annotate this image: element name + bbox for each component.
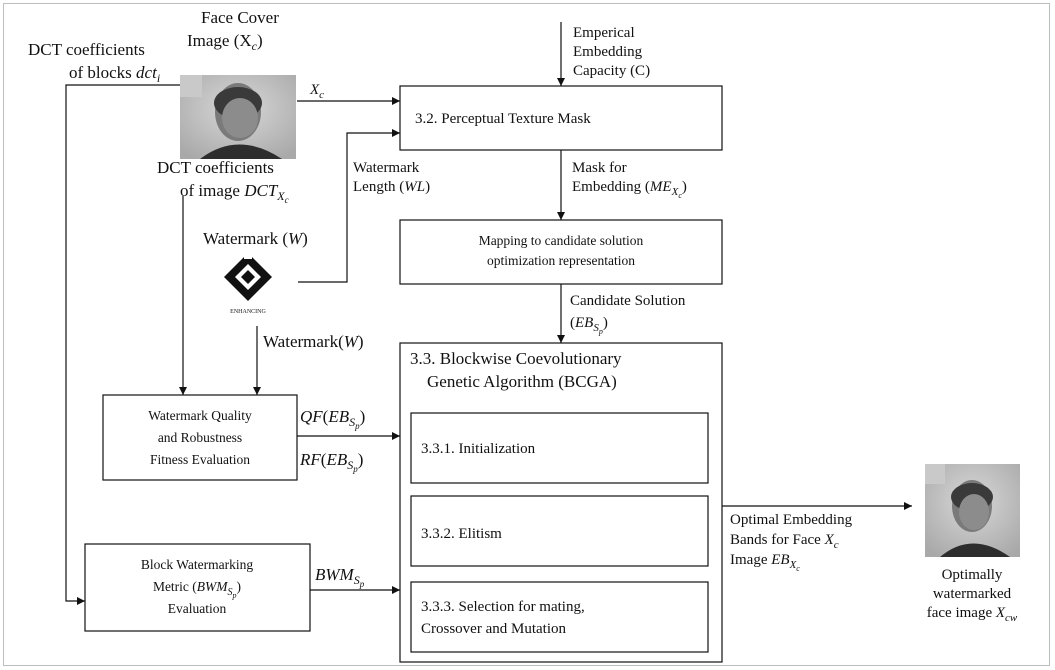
arrow-dct-blocks-to-metric (65, 84, 180, 605)
watermark-logo: ENHANCING (224, 253, 272, 315)
svg-text:Mapping to candidate solution: Mapping to candidate solution (479, 233, 644, 248)
svg-text:Optimally: Optimally (942, 567, 1003, 583)
mapping-box: Mapping to candidate solution optimizati… (399, 219, 723, 285)
candidate-solution-label: Candidate Solution (EBSp) (570, 293, 686, 336)
svg-text:Bands for Face Xc: Bands for Face Xc (730, 532, 839, 551)
svg-text:3.3.2. Elitism: 3.3.2. Elitism (421, 526, 502, 542)
svg-text:Face Cover: Face Cover (201, 8, 279, 27)
svg-text:Embedding (MEXc): Embedding (MEXc) (572, 179, 687, 200)
watermark-label: Watermark (W) (203, 229, 308, 248)
initialization-box: 3.3.1. Initialization (410, 412, 709, 484)
face-cover-label: Face Cover Image (Xc) (187, 8, 279, 53)
svg-text:Genetic Algorithm (BCGA): Genetic Algorithm (BCGA) (427, 372, 617, 391)
dct-blocks-label: DCT coefficients of blocks dcti (28, 40, 160, 85)
svg-text:3.2. Perceptual Texture Mask: 3.2. Perceptual Texture Mask (415, 111, 591, 127)
elitism-box: 3.3.2. Elitism (410, 495, 709, 567)
block-metric-box: Block Watermarking Metric (BWMSp) Evalua… (84, 543, 311, 632)
svg-text:Fitness Evaluation: Fitness Evaluation (150, 452, 250, 467)
svg-text:face image Xcw: face image Xcw (927, 605, 1018, 624)
watermark-label-2: Watermark(W) (263, 332, 364, 351)
svg-text:Evaluation: Evaluation (168, 601, 227, 616)
perceptual-texture-mask-box: 3.2. Perceptual Texture Mask (399, 85, 723, 151)
svg-text:Capacity (C): Capacity (C) (573, 63, 650, 79)
svg-text:Metric (BWMSp): Metric (BWMSp) (153, 579, 241, 600)
svg-text:Image (Xc): Image (Xc) (187, 31, 263, 53)
xc-label: Xc (309, 82, 324, 101)
svg-text:Length (WL): Length (WL) (353, 179, 430, 195)
svg-text:Crossover and Mutation: Crossover and Mutation (421, 621, 566, 637)
svg-text:3.3.3. Selection for mating,: 3.3.3. Selection for mating, (421, 599, 585, 615)
svg-text:3.3. Blockwise Coevolutionary: 3.3. Blockwise Coevolutionary (410, 349, 622, 368)
svg-text:Watermark: Watermark (353, 160, 420, 176)
arrow-watermark-length (298, 129, 400, 283)
bwm-label: BWMSp (315, 565, 365, 589)
svg-text:Embedding: Embedding (573, 44, 643, 60)
svg-text:optimization representation: optimization representation (487, 253, 635, 268)
rf-label: RF(EBSp) (299, 450, 363, 474)
svg-text:DCT coefficients: DCT coefficients (157, 158, 274, 177)
connectors (65, 22, 912, 605)
watermarked-face-image (925, 464, 1020, 557)
mask-embedding-label: Mask for Embedding (MEXc) (572, 160, 687, 200)
svg-text:Block Watermarking: Block Watermarking (141, 557, 254, 572)
emperical-capacity-label: Emperical Embedding Capacity (C) (573, 25, 650, 79)
svg-text:Watermark Quality: Watermark Quality (148, 408, 252, 423)
svg-text:Image EBXc: Image EBXc (730, 552, 800, 573)
selection-box: 3.3.3. Selection for mating, Crossover a… (410, 581, 709, 653)
watermark-length-label: Watermark Length (WL) (353, 160, 430, 195)
dct-image-label: DCT coefficients of image DCTXc (157, 158, 289, 205)
svg-text:Emperical: Emperical (573, 25, 635, 41)
quality-fitness-box: Watermark Quality and Robustness Fitness… (102, 394, 298, 481)
svg-text:of image DCTXc: of image DCTXc (180, 181, 289, 205)
optimally-watermarked-label: Optimally watermarked face image Xcw (927, 567, 1018, 624)
svg-text:Mask for: Mask for (572, 160, 627, 176)
svg-text:of blocks dcti: of blocks dcti (69, 63, 160, 85)
qf-label: QF(EBSp) (300, 407, 365, 431)
diagram-frame (3, 3, 1050, 666)
face-cover-image (180, 75, 296, 159)
optimal-bands-label: Optimal Embedding Bands for Face Xc Imag… (730, 512, 853, 573)
svg-text:watermarked: watermarked (933, 586, 1012, 602)
svg-text:3.3.1. Initialization: 3.3.1. Initialization (421, 441, 536, 457)
svg-text:DCT coefficients: DCT coefficients (28, 40, 145, 59)
svg-text:Optimal Embedding: Optimal Embedding (730, 512, 853, 528)
svg-text:(EBSp): (EBSp) (570, 315, 608, 336)
svg-text:ENHANCING: ENHANCING (230, 309, 266, 315)
svg-text:Candidate Solution: Candidate Solution (570, 293, 686, 309)
svg-text:and Robustness: and Robustness (158, 430, 242, 445)
